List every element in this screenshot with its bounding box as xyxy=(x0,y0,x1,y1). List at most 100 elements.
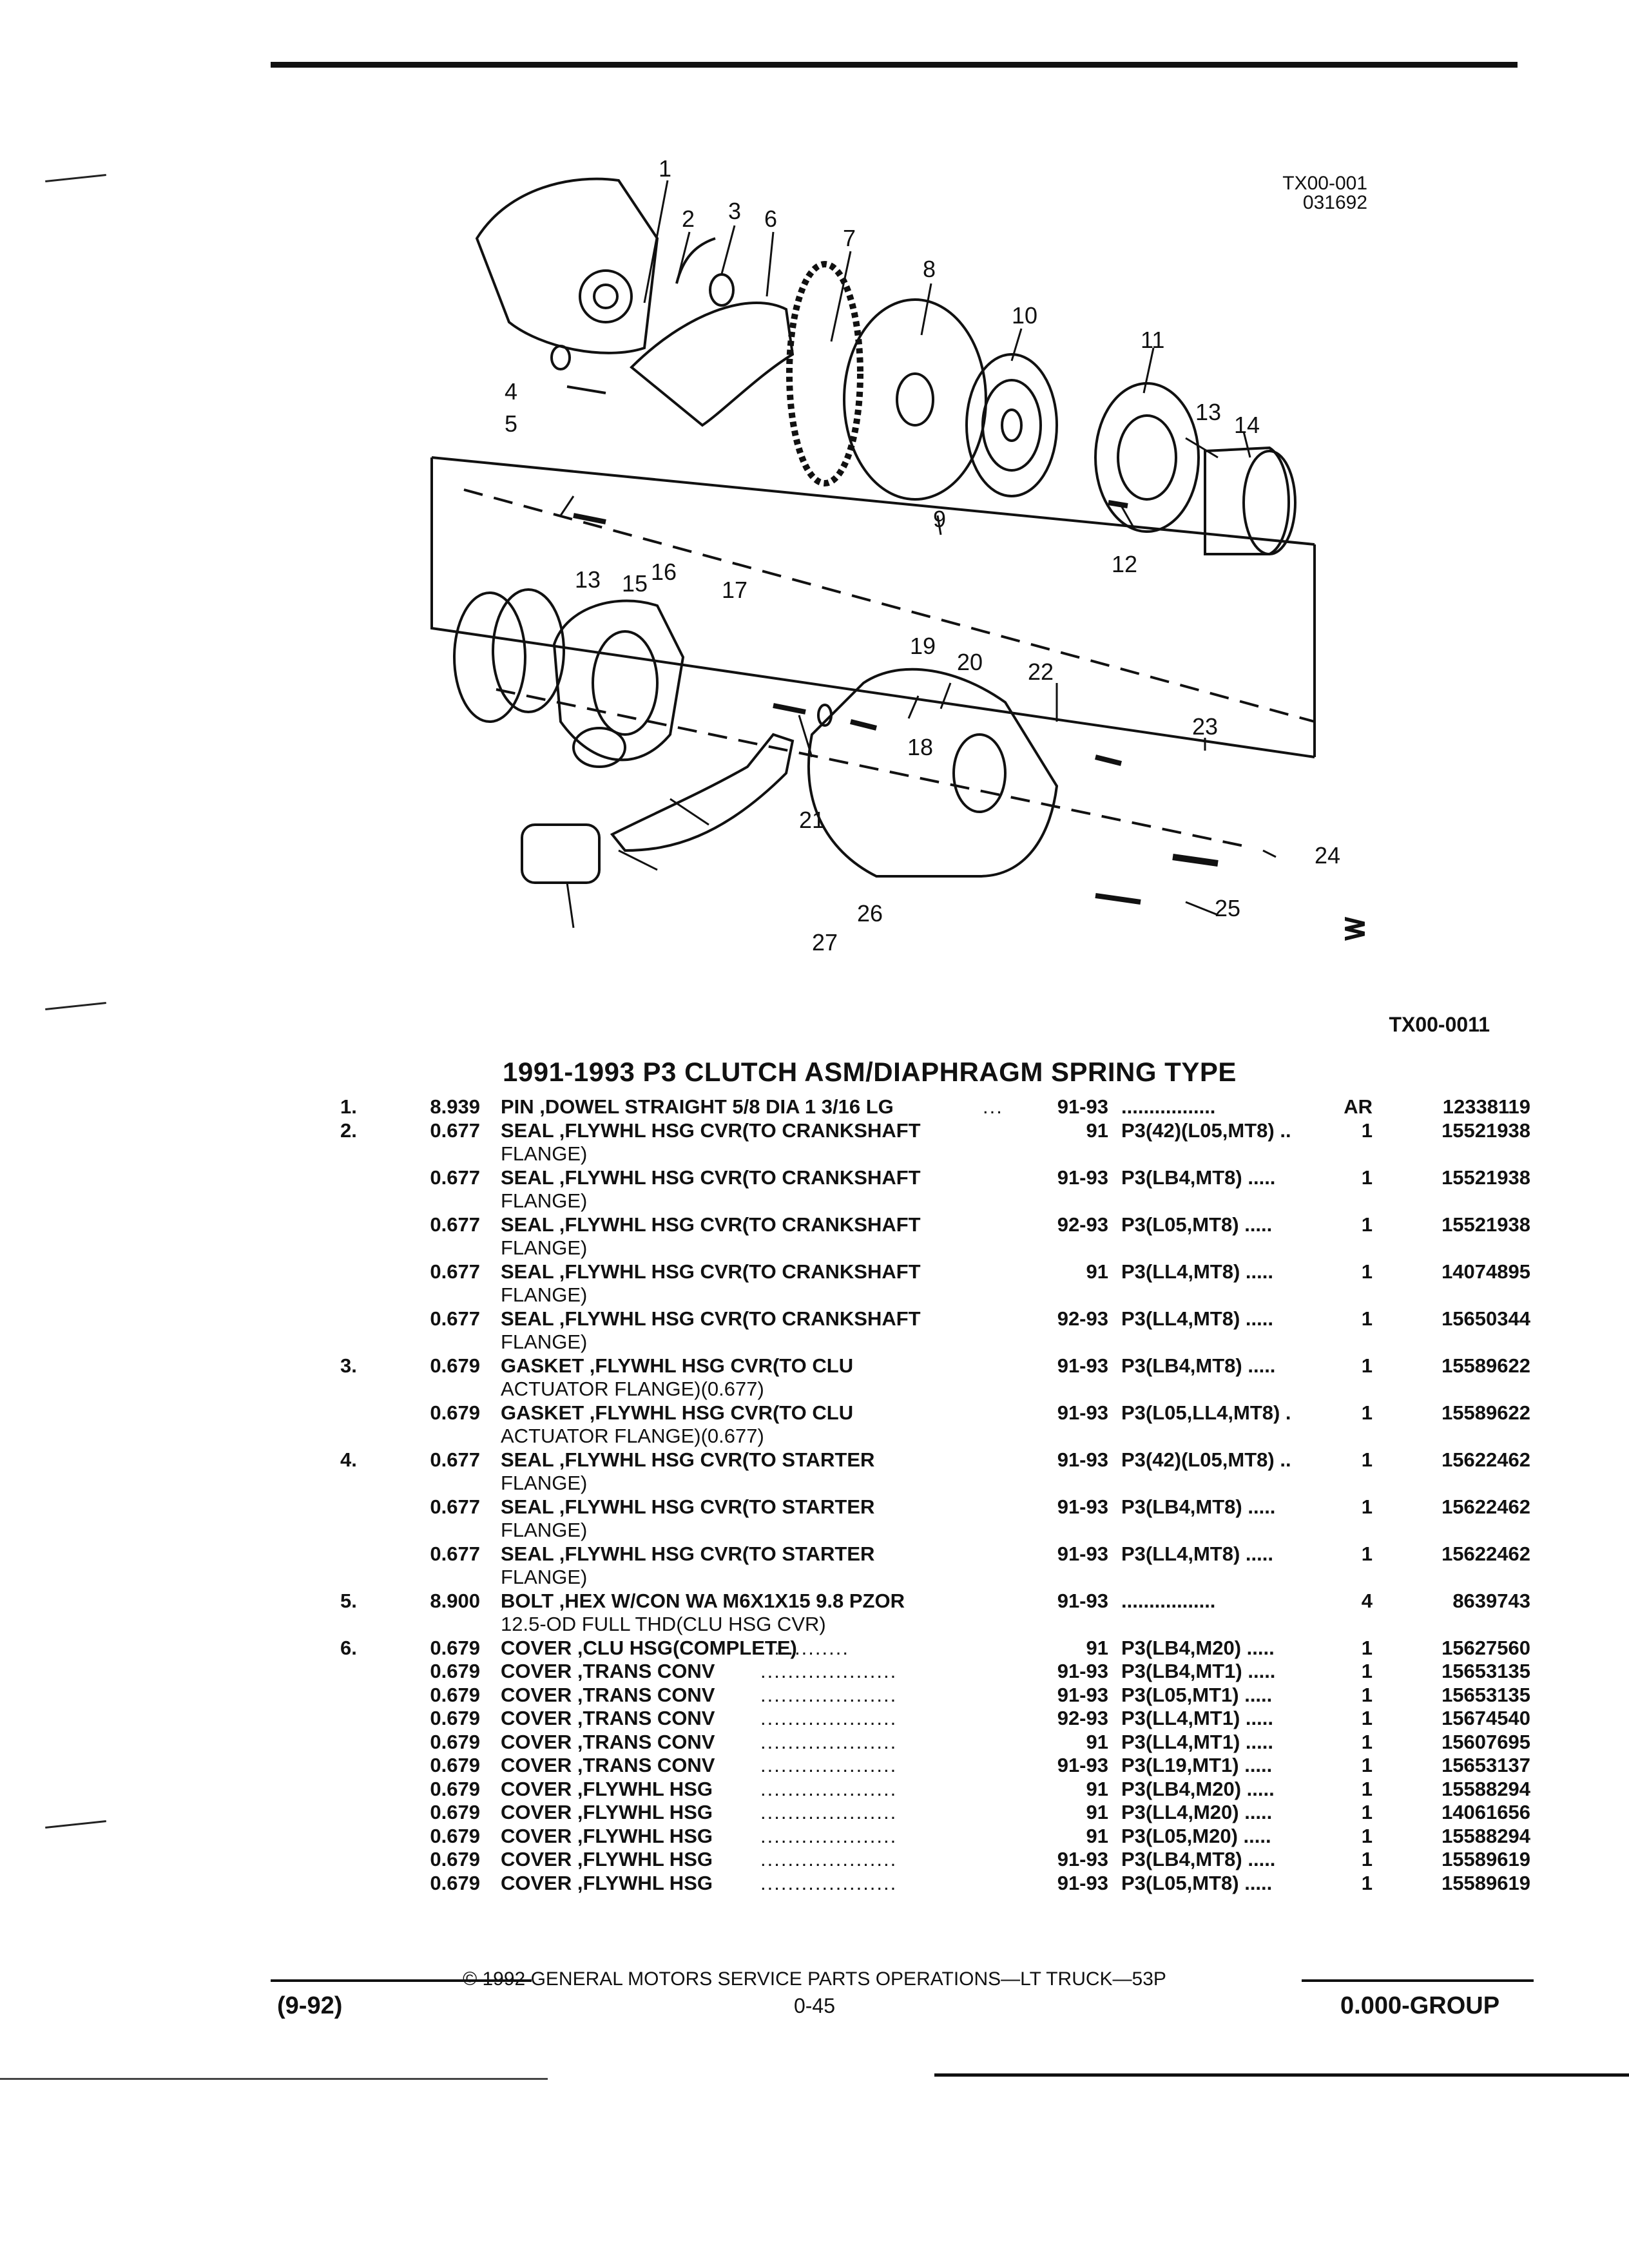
part-number: 14074895 xyxy=(1441,1260,1530,1283)
part-description: SEAL ,FLYWHL HSG CVR(TO CRANKSHAFT xyxy=(501,1260,921,1283)
callout: 20 xyxy=(957,649,983,675)
exploded-view-diagram: 1 2 3 4 5 6 7 8 9 10 11 12 13 14 13 15 1… xyxy=(430,155,1340,956)
part-code: 0.679 xyxy=(430,1824,480,1847)
part-description: SEAL ,FLYWHL HSG CVR(TO STARTER xyxy=(501,1495,875,1518)
quantity: 1 xyxy=(1361,1777,1373,1800)
part-description: COVER ,TRANS CONV xyxy=(501,1730,715,1753)
part-number: 15622462 xyxy=(1441,1495,1530,1518)
part-number: 15589619 xyxy=(1441,1848,1530,1870)
model-years: 91-93 xyxy=(1057,1401,1108,1424)
figure-ref-top: TX00-001 xyxy=(1282,173,1367,194)
model-years: 92-93 xyxy=(1057,1213,1108,1236)
bottom-rule-right xyxy=(934,2073,1629,2077)
quantity: 1 xyxy=(1361,1213,1373,1236)
model-years: 91-93 xyxy=(1057,1166,1108,1189)
part-code: 0.679 xyxy=(430,1354,480,1377)
callout: 22 xyxy=(1028,658,1054,685)
quantity: 1 xyxy=(1361,1354,1373,1377)
model-years: 91-93 xyxy=(1057,1542,1108,1565)
leader-dots: .................... xyxy=(760,1801,898,1823)
callout: 5 xyxy=(505,410,517,437)
leader-dots: .................... xyxy=(760,1660,898,1682)
application: P3(LB4,MT8) ..... xyxy=(1121,1354,1276,1377)
callout: 13 xyxy=(575,566,601,593)
part-number: 15622462 xyxy=(1441,1542,1530,1565)
part-code: 0.677 xyxy=(430,1542,480,1565)
quantity: 1 xyxy=(1361,1848,1373,1870)
part-number: 15622462 xyxy=(1441,1448,1530,1471)
callout: 10 xyxy=(1012,302,1037,329)
model-years: 91-93 xyxy=(1057,1871,1108,1894)
part-code: 0.679 xyxy=(430,1871,480,1894)
item-number: 1. xyxy=(340,1095,357,1118)
leader-dots: .................... xyxy=(760,1777,898,1800)
callout: 21 xyxy=(799,807,825,833)
part-description-continued: FLANGE) xyxy=(501,1330,588,1353)
part-code: 0.677 xyxy=(430,1307,480,1330)
margin-mark xyxy=(45,1820,106,1829)
bottom-rule-left xyxy=(0,2078,548,2080)
part-description: BOLT ,HEX W/CON WA M6X1X15 9.8 PZOR xyxy=(501,1589,905,1612)
revision-date: (9-92) xyxy=(277,1992,343,2019)
callout: 13 xyxy=(1195,399,1221,425)
part-code: 0.677 xyxy=(430,1213,480,1236)
application: P3(LL4,MT8) ..... xyxy=(1121,1260,1273,1283)
quantity: 1 xyxy=(1361,1166,1373,1189)
logo-icon: ᕒ xyxy=(1344,913,1366,947)
model-years: 91-93 xyxy=(1057,1754,1108,1776)
quantity: 1 xyxy=(1361,1307,1373,1330)
part-code: 0.679 xyxy=(430,1801,480,1823)
callout: 12 xyxy=(1112,551,1137,577)
leader-dots: .................... xyxy=(760,1730,898,1753)
part-number: 15650344 xyxy=(1441,1307,1530,1330)
model-years: 91 xyxy=(1086,1636,1108,1659)
application: P3(L05,MT8) ..... xyxy=(1121,1213,1273,1236)
part-number: 15589622 xyxy=(1441,1401,1530,1424)
callout: 23 xyxy=(1192,713,1218,740)
part-code: 0.679 xyxy=(430,1754,480,1776)
application: P3(LB4,MT8) ..... xyxy=(1121,1495,1276,1518)
footer-rule-left xyxy=(271,1979,532,1982)
application: P3(L19,MT1) ..... xyxy=(1121,1754,1273,1776)
quantity: 1 xyxy=(1361,1801,1373,1823)
part-description: SEAL ,FLYWHL HSG CVR(TO STARTER xyxy=(501,1542,875,1565)
part-description: SEAL ,FLYWHL HSG CVR(TO CRANKSHAFT xyxy=(501,1213,921,1236)
quantity: 1 xyxy=(1361,1495,1373,1518)
part-description: PIN ,DOWEL STRAIGHT 5/8 DIA 1 3/16 LG xyxy=(501,1095,894,1118)
group-label: 0.000-GROUP xyxy=(1340,1992,1500,2019)
callout: 4 xyxy=(505,378,517,405)
callout: 8 xyxy=(923,256,936,282)
callout: 26 xyxy=(857,900,883,927)
leader-dots: ... xyxy=(983,1095,1003,1118)
part-number: 15521938 xyxy=(1441,1166,1530,1189)
quantity: 1 xyxy=(1361,1871,1373,1894)
part-description: COVER ,FLYWHL HSG xyxy=(501,1801,713,1823)
callout: 24 xyxy=(1315,842,1340,869)
model-years: 91 xyxy=(1086,1777,1108,1800)
top-rule xyxy=(271,62,1518,68)
section-title: 1991-1993 P3 CLUTCH ASM/DIAPHRAGM SPRING… xyxy=(503,1057,1237,1087)
part-description: GASKET ,FLYWHL HSG CVR(TO CLU xyxy=(501,1401,854,1424)
leader-dots: .................... xyxy=(760,1848,898,1870)
quantity: 1 xyxy=(1361,1448,1373,1471)
part-number: 15589619 xyxy=(1441,1871,1530,1894)
callout: 2 xyxy=(682,206,695,232)
part-number: 15588294 xyxy=(1441,1777,1530,1800)
quantity: 1 xyxy=(1361,1730,1373,1753)
application: P3(L05,MT1) ..... xyxy=(1121,1683,1273,1706)
copyright-line: © 1992 GENERAL MOTORS SERVICE PARTS OPER… xyxy=(463,1968,1166,1990)
part-description-continued: FLANGE) xyxy=(501,1142,588,1165)
margin-mark xyxy=(45,1002,106,1010)
part-code: 0.679 xyxy=(430,1730,480,1753)
part-description: SEAL ,FLYWHL HSG CVR(TO CRANKSHAFT xyxy=(501,1166,921,1189)
quantity: AR xyxy=(1344,1095,1373,1118)
part-description: COVER ,FLYWHL HSG xyxy=(501,1777,713,1800)
part-description: COVER ,CLU HSG(COMPLETE) xyxy=(501,1636,797,1659)
callout: 7 xyxy=(843,225,856,251)
application: P3(LB4,MT8) ..... xyxy=(1121,1848,1276,1870)
part-number: 8639743 xyxy=(1452,1589,1530,1612)
part-code: 0.679 xyxy=(430,1401,480,1424)
part-code: 0.677 xyxy=(430,1260,480,1283)
application: P3(LB4,M20) ..... xyxy=(1121,1777,1275,1800)
application: ................. xyxy=(1121,1095,1216,1118)
